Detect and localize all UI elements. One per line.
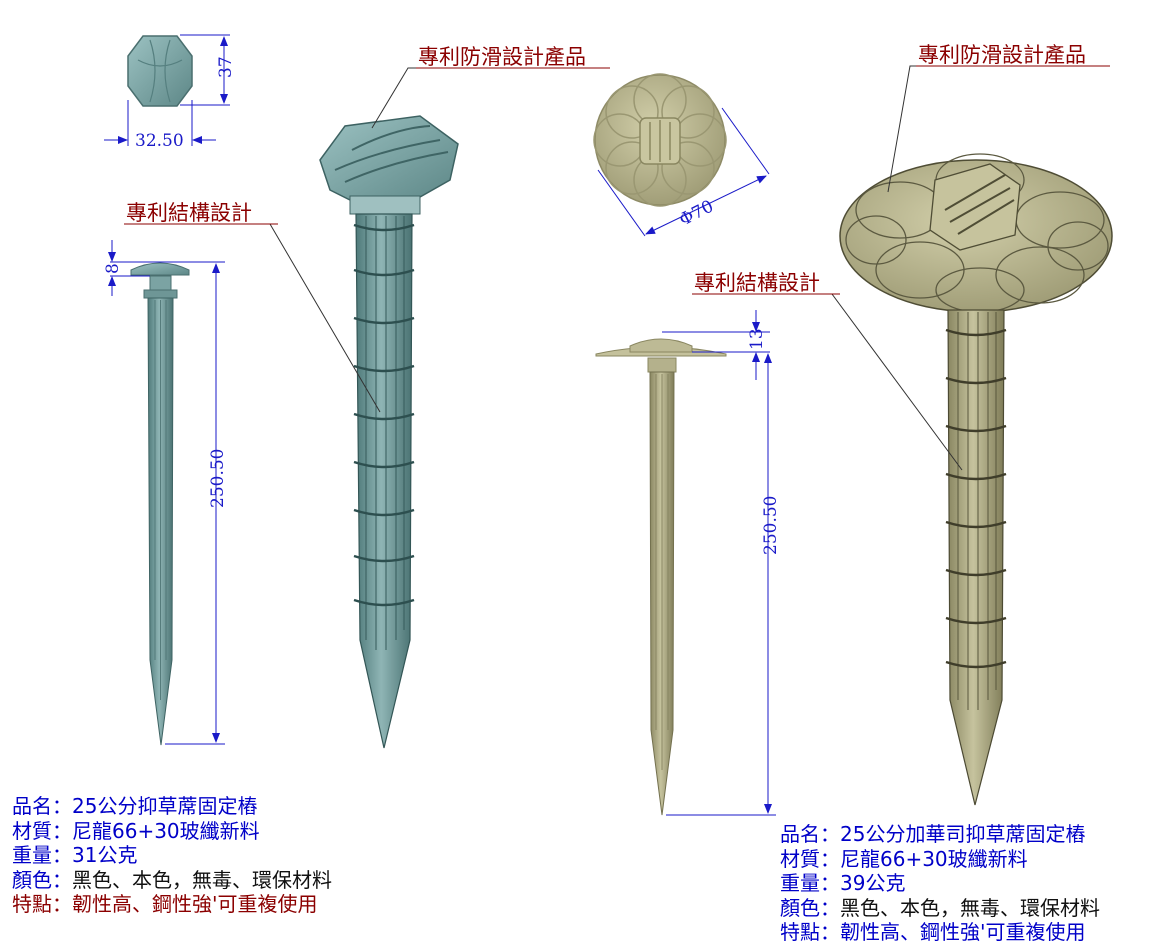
spec-right-material: 尼龍66+30玻纖新料 [840,846,1028,871]
dim-right-length: 250.50 [761,496,781,555]
spec-right-color-main: 黑色、本色 [840,895,940,920]
spec-left-material: 尼龍66+30玻纖新料 [72,818,260,843]
dim-left-head-height: 8 [103,263,123,274]
right-side-view: 13 250.50 [595,310,781,816]
spec-left-weight: 31公克 [72,843,138,867]
spec-left-name-key: 品名 [12,794,52,818]
dim-left-top-height: 37 [216,56,236,78]
spec-left-name: 25公分抑草蓆固定樁 [72,794,258,818]
spec-left-color-rest: ，無毒、環保材料 [172,867,332,892]
spec-left-weight-key: 重量 [12,843,52,867]
dim-left-top-width: 32.50 [135,131,184,151]
left-side-view: 8 250.50 [103,240,228,746]
spec-left-color-key: 顏色 [12,867,52,892]
spec-right-color-key: 顏色 [780,895,820,920]
right-3d-stake: 專利防滑設計產品 專利結構設計 [692,43,1113,806]
spec-block-left: 品名：25公分抑草蓆固定樁 材質：尼龍66+30玻纖新料 重量：31公克 顏色：… [12,794,332,916]
spec-block-right: 品名：25公分加華司抑草蓆固定樁 材質：尼龍66+30玻纖新料 重量：39公克 … [780,822,1100,944]
callout-left-antislip: 專利防滑設計產品 [418,45,586,69]
callout-right-antislip: 專利防滑設計產品 [918,43,1086,67]
spec-right-feature: 韌性高、鋼性強'可重複使用 [840,920,1086,944]
right-top-view: Φ70 [593,73,770,237]
left-top-view: 37 32.50 [104,34,236,151]
spec-left-color-main: 黑色、本色 [72,867,172,892]
spec-left-feature: 韌性高、鋼性強'可重複使用 [72,892,318,916]
spec-left-feature-key: 特點 [12,892,52,916]
dim-left-length: 250.50 [208,449,228,508]
dim-right-head-height: 13 [747,328,767,350]
octagon-head-top [127,35,193,107]
octagon-head-3d [319,115,459,201]
spec-right-name: 25公分加華司抑草蓆固定樁 [840,822,1086,846]
spec-right-color-rest: ，無毒、環保材料 [940,895,1100,920]
spec-right-name-key: 品名 [780,822,820,846]
spec-right-weight-key: 重量 [780,871,820,895]
spec-right-material-key: 材質 [780,846,820,871]
spec-left-material-key: 材質 [12,818,52,843]
callout-right-structure: 專利結構設計 [694,271,820,295]
spec-right-weight: 39公克 [840,871,906,895]
left-3d-stake: 專利防滑設計產品 專利結構設計 [124,45,610,749]
spec-right-feature-key: 特點 [780,920,820,944]
callout-left-structure: 專利結構設計 [126,201,252,225]
